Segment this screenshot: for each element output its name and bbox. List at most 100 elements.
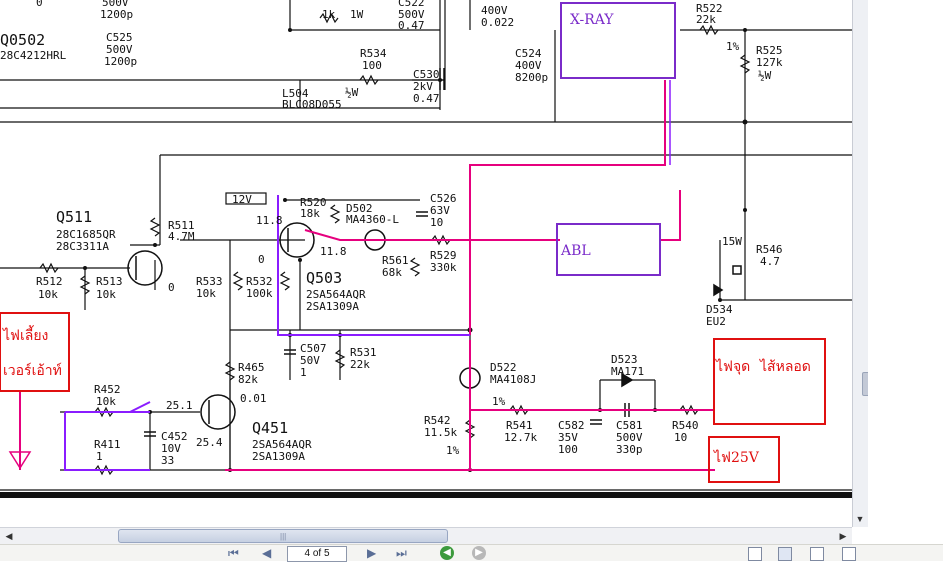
scroll-down-icon[interactable]: ▼ <box>855 514 865 524</box>
label-t0: 0 <box>36 0 43 9</box>
label-d534: D534 <box>706 303 733 316</box>
label-c582-v: 35V <box>558 431 578 444</box>
heater-label-2: ไส้หลอด <box>759 358 811 375</box>
label-c530: C530 <box>413 68 440 81</box>
back-icon[interactable]: ◀ <box>440 546 454 560</box>
label-r411-v: 1 <box>96 450 103 463</box>
label-c582-c: 100 <box>558 443 578 456</box>
label-r561-v: 68k <box>382 266 402 279</box>
label-c530-c: 0.47 <box>413 92 440 105</box>
label-r511-v: 4.7M <box>168 230 195 243</box>
supply-label-1: ไฟเลี้ยง <box>2 325 48 344</box>
label-q503: Q503 <box>306 269 342 287</box>
label-r522: R522 <box>696 2 723 15</box>
label-c530-v: 2kV <box>413 80 433 93</box>
horizontal-scroll-thumb[interactable] <box>118 529 448 543</box>
label-r522-v: 22k <box>696 13 716 26</box>
label-r542-v: 11.5k <box>424 426 457 439</box>
label-r525-pct: 1% <box>726 40 740 53</box>
label-c582: C582 <box>558 419 585 432</box>
label-r531-v: 22k <box>350 358 370 371</box>
scroll-grip-icon: ||| <box>280 532 287 541</box>
label-r542: R542 <box>424 414 451 427</box>
label-r546: R546 <box>756 243 783 256</box>
label-r541-v: 12.7k <box>504 431 537 444</box>
label-q503-b: 0 <box>258 253 265 266</box>
vertical-scrollbar[interactable] <box>852 0 868 527</box>
label-q451-v2: 25.4 <box>196 436 223 449</box>
label-r-1k: 1k <box>322 8 336 21</box>
label-c581-c: 330p <box>616 443 643 456</box>
v25-label: ไฟ25V <box>713 449 760 466</box>
schematic-diagram: X-RAY ABL ไฟจุด ไส้หลอด ไฟ25V ไฟเลี้ยง เ… <box>0 0 852 498</box>
first-page-icon[interactable]: ⏮ <box>228 546 239 560</box>
label-c524: C524 <box>515 47 542 60</box>
label-r525-v: 127k <box>756 56 783 69</box>
continuous-view-icon[interactable] <box>778 547 792 561</box>
label-r541-pct: 1% <box>492 395 506 408</box>
label-q451: Q451 <box>252 419 288 437</box>
label-r529: R529 <box>430 249 457 262</box>
heater-box <box>713 338 826 425</box>
scroll-left-icon[interactable]: ◀ <box>5 531 13 541</box>
label-r513: R513 <box>96 275 123 288</box>
label-r452-v: 10k <box>96 395 116 408</box>
label-r542-pct: 1% <box>446 444 460 457</box>
label-q511-p2: 28C3311A <box>56 240 109 253</box>
label-11-8a: 11.8 <box>256 214 283 227</box>
last-page-icon[interactable]: ⏭ <box>396 546 407 560</box>
previous-page-icon[interactable]: ◀ <box>262 546 272 560</box>
label-r540: R540 <box>672 419 699 432</box>
label-c507: C507 <box>300 342 327 355</box>
page-navigation-bar <box>0 544 943 561</box>
continuous-facing-view-icon[interactable] <box>842 547 856 561</box>
forward-icon[interactable]: ▶ <box>472 546 486 560</box>
label-q503-p1: 2SA564AQR <box>306 288 366 301</box>
label-d522-p: MA4108J <box>490 373 536 386</box>
label-q511-e: 0 <box>168 281 175 294</box>
supply-box <box>0 312 70 392</box>
label-r529-v: 330k <box>430 261 457 274</box>
label-r465: R465 <box>238 361 265 374</box>
label-r534-w: ½W <box>345 86 359 99</box>
single-page-view-icon[interactable] <box>748 547 762 561</box>
label-t500v: 500V <box>102 0 129 9</box>
label-r546-v: 4.7 <box>760 255 780 268</box>
label-r561: R561 <box>382 254 409 267</box>
label-q503-p2: 2SA1309A <box>306 300 359 313</box>
label-r411: R411 <box>94 438 121 451</box>
abl-box <box>556 223 661 276</box>
resistor-symbols <box>39 12 751 476</box>
label-r520: R520 <box>300 196 327 209</box>
label-d522: D522 <box>490 361 517 374</box>
label-r465-v: 82k <box>238 373 258 386</box>
label-c526: C526 <box>430 192 457 205</box>
label-r532-v: 100k <box>246 287 273 300</box>
label-q0502: Q0502 <box>0 31 45 49</box>
label-c522-c: 0.47 <box>398 19 425 32</box>
abl-label: ABL <box>560 243 591 259</box>
label-d502-p: MA4360-L <box>346 213 399 226</box>
right-panel <box>868 0 943 560</box>
label-r533-v: 10k <box>196 287 216 300</box>
label-r512-v: 10k <box>38 288 58 301</box>
label-l504: L504 <box>282 87 309 100</box>
label-c526-v: 63V <box>430 204 450 217</box>
label-c526-c: 10 <box>430 216 443 229</box>
label-c524-v: 400V <box>515 59 542 72</box>
label-r525: R525 <box>756 44 783 57</box>
facing-view-icon[interactable] <box>810 547 824 561</box>
label-c522-v: 500V <box>398 8 425 21</box>
scroll-right-icon[interactable]: ▶ <box>839 531 847 541</box>
label-r513-v: 10k <box>96 288 116 301</box>
label-r533: R533 <box>196 275 223 288</box>
next-page-icon[interactable]: ▶ <box>367 546 377 560</box>
label-c452-c: 33 <box>161 454 174 467</box>
label-c534-c: 0.022 <box>481 16 514 29</box>
label-c525-v: 500V <box>106 43 133 56</box>
label-c534-v: 400V <box>481 4 508 17</box>
label-r512: R512 <box>36 275 63 288</box>
label-q451-p2: 2SA1309A <box>252 450 305 463</box>
label-11-8b: 11.8 <box>320 245 347 258</box>
supply-label-2: เวอร์เอ้าท์ <box>3 362 62 379</box>
